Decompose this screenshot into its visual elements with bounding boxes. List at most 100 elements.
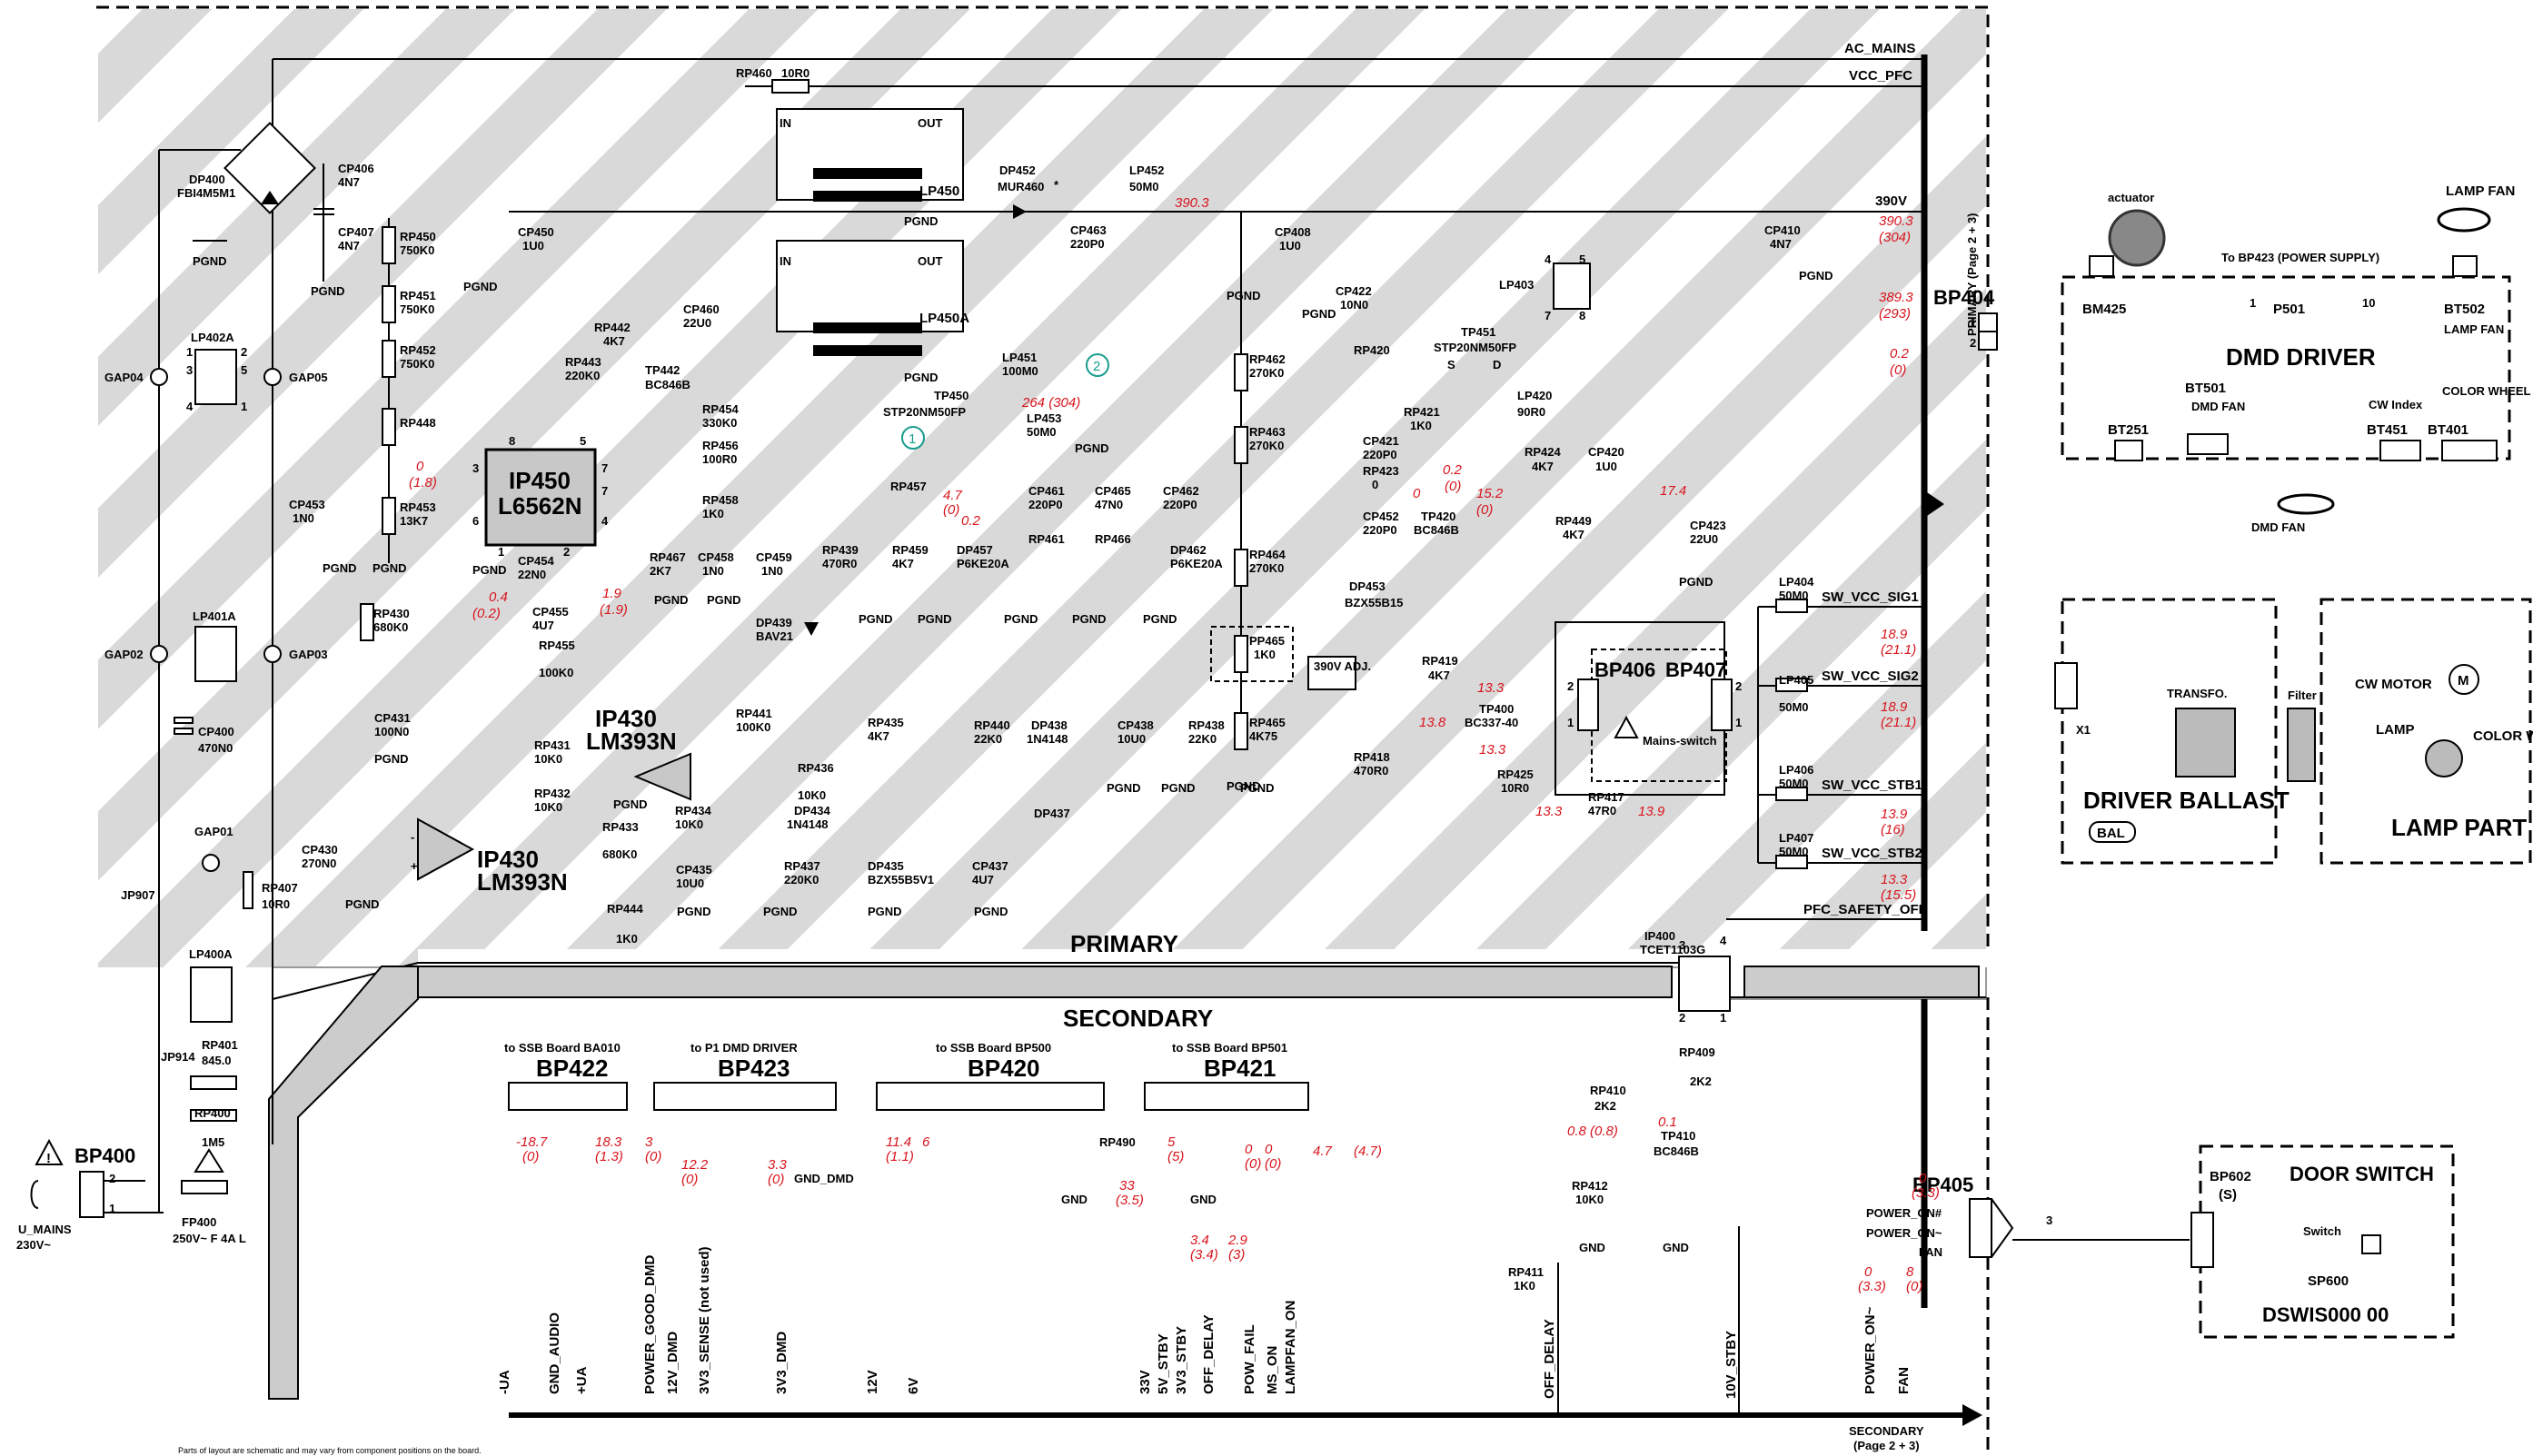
svg-text:GND: GND bbox=[1061, 1193, 1088, 1206]
svg-text:15.2: 15.2 bbox=[1476, 486, 1504, 501]
svg-text:4K7: 4K7 bbox=[603, 334, 625, 348]
svg-text:(21.1): (21.1) bbox=[1881, 642, 1916, 658]
svg-text:PGND: PGND bbox=[323, 561, 357, 575]
svg-text:RP421: RP421 bbox=[1404, 405, 1440, 419]
adj-label: 390V ADJ. bbox=[1314, 659, 1371, 673]
svg-text:GND: GND bbox=[1579, 1241, 1605, 1254]
rail-390v-v1: 390.3 bbox=[1879, 213, 1913, 229]
svg-text:PGND: PGND bbox=[904, 214, 939, 228]
svg-text:CP437: CP437 bbox=[972, 859, 1008, 873]
svg-text:DOOR SWITCH: DOOR SWITCH bbox=[2290, 1163, 2434, 1185]
svg-text:POWER_GOOD_DMD: POWER_GOOD_DMD bbox=[642, 1254, 658, 1394]
svg-text:(S): (S) bbox=[2219, 1187, 2237, 1203]
svg-text:BM425: BM425 bbox=[2082, 302, 2126, 317]
svg-text:RP435: RP435 bbox=[868, 716, 904, 729]
svg-text:11.4: 11.4 bbox=[886, 1134, 911, 1150]
svg-text:BP602: BP602 bbox=[2210, 1169, 2251, 1184]
bp422-connector[interactable]: to SSB Board BA010 BP422 -18.7 (0) 18.3 … bbox=[497, 1041, 628, 1394]
svg-text:BT502: BT502 bbox=[2444, 302, 2485, 317]
svg-text:IN: IN bbox=[780, 116, 791, 130]
svg-text:22N0: 22N0 bbox=[518, 568, 546, 581]
svg-text:to SSB Board BP501: to SSB Board BP501 bbox=[1172, 1041, 1287, 1055]
svg-text:22U0: 22U0 bbox=[1690, 532, 1718, 546]
bp405-connector[interactable]: BP405 POWER_ON# POWER_ON~ FAN 0 (3.3) 0 … bbox=[1858, 1171, 2190, 1394]
svg-text:RP460: RP460 bbox=[736, 66, 772, 80]
svg-text:4: 4 bbox=[1720, 934, 1727, 947]
svg-text:RP401: RP401 bbox=[202, 1038, 238, 1052]
lamp-part-block[interactable]: CW MOTOR M LAMP COLOR WHEEL LAMP PART bbox=[2319, 598, 2533, 865]
svg-text:PGND: PGND bbox=[1072, 612, 1107, 626]
svg-text:DP439: DP439 bbox=[756, 616, 792, 629]
svg-text:FAN: FAN bbox=[1919, 1245, 1942, 1259]
svg-text:2K2: 2K2 bbox=[1690, 1075, 1712, 1088]
svg-text:6: 6 bbox=[922, 1134, 930, 1150]
tp410-ref: TP410 bbox=[1661, 1129, 1695, 1143]
svg-text:2: 2 bbox=[1567, 679, 1574, 693]
svg-text:220P0: 220P0 bbox=[1363, 523, 1397, 537]
dmd-driver-block[interactable]: DMD DRIVER BM425 actuator To BP423 (POWE… bbox=[2061, 183, 2531, 534]
svg-text:50M0: 50M0 bbox=[1027, 425, 1057, 439]
svg-text:(0): (0) bbox=[768, 1172, 784, 1187]
svg-text:1N4148: 1N4148 bbox=[787, 817, 829, 831]
side-signals: SW_VCC_SIG1 18.9 (21.1) SW_VCC_SIG2 18.9… bbox=[1726, 575, 1927, 920]
svg-text:DMD FAN: DMD FAN bbox=[2251, 520, 2305, 534]
rail-390v: 390V bbox=[1875, 193, 1907, 209]
svg-text:LP405: LP405 bbox=[1779, 673, 1813, 687]
bp407-ref: BP407 bbox=[1665, 659, 1726, 681]
svg-text:BAL: BAL bbox=[2097, 826, 2125, 841]
svg-text:6V: 6V bbox=[906, 1378, 921, 1394]
svg-text:0: 0 bbox=[416, 459, 424, 474]
svg-text:CP462: CP462 bbox=[1163, 484, 1199, 498]
bp423-connector[interactable]: to P1 DMD DRIVER BP423 3 (0) 12.2 (0) 3.… bbox=[642, 1041, 854, 1394]
svg-text:CP407: CP407 bbox=[338, 225, 374, 239]
primary-page-ref: PRIMARY (Page 2 + 3) bbox=[1965, 213, 1979, 336]
bp421-connector[interactable]: to SSB Board BP501 BP421 5 (5) 0 (0) 0 (… bbox=[1116, 1041, 1382, 1394]
jp914: JP914 bbox=[161, 1050, 195, 1064]
lp450-transformer[interactable]: IN OUT IN OUT PGND PGND LP450 LP450A bbox=[776, 108, 969, 384]
svg-text:(16): (16) bbox=[1881, 822, 1905, 837]
svg-text:4U7: 4U7 bbox=[972, 873, 994, 886]
svg-text:DP438: DP438 bbox=[1031, 718, 1068, 732]
svg-text:GND: GND bbox=[1190, 1193, 1217, 1206]
svg-text:(Page 2 + 3): (Page 2 + 3) bbox=[1853, 1439, 1920, 1452]
door-switch-block[interactable]: BP602 (S) DOOR SWITCH Switch SP600 DSWIS… bbox=[2190, 1144, 2455, 1339]
bp420-connector[interactable]: to SSB Board BP500 BP420 11.4 (1.1) 6 12… bbox=[865, 1041, 1136, 1394]
svg-text:PGND: PGND bbox=[372, 561, 407, 575]
svg-text:PGND: PGND bbox=[374, 752, 409, 766]
svg-text:12V: 12V bbox=[865, 1370, 880, 1394]
svg-text:680K0: 680K0 bbox=[373, 620, 408, 634]
ip430-comparators[interactable]: -+ IP430 LM393N IP430 LM393N bbox=[411, 705, 691, 896]
svg-text:BT501: BT501 bbox=[2185, 381, 2226, 396]
svg-text:PGND: PGND bbox=[1075, 441, 1109, 455]
driver-ballast-block[interactable]: TRANSFO. DRIVER BALLAST BAL Filter X1 bbox=[2054, 598, 2317, 865]
svg-text:(0.2): (0.2) bbox=[472, 606, 501, 621]
svg-text:220P0: 220P0 bbox=[1363, 448, 1397, 461]
primary-hatch-area bbox=[98, 9, 1986, 967]
svg-text:CP431: CP431 bbox=[374, 711, 411, 725]
svg-text:5: 5 bbox=[1579, 253, 1585, 266]
svg-text:1N0: 1N0 bbox=[702, 564, 724, 578]
ip430-part-a: LM393N bbox=[477, 868, 568, 896]
ip430-ref-a: IP430 bbox=[477, 846, 539, 873]
svg-text:P6KE20A: P6KE20A bbox=[1170, 557, 1223, 570]
svg-text:270K0: 270K0 bbox=[1249, 366, 1284, 380]
svg-text:BP404: BP404 bbox=[1933, 286, 1995, 309]
svg-text:TRANSFO.: TRANSFO. bbox=[2167, 687, 2227, 700]
svg-text:100K0: 100K0 bbox=[736, 720, 770, 734]
svg-text:D: D bbox=[1493, 358, 1501, 371]
bp404-connector[interactable]: BP404 1 2 PRIMARY (Page 2 + 3) bbox=[1924, 213, 1998, 518]
svg-text:2K7: 2K7 bbox=[650, 564, 671, 578]
svg-text:DP452: DP452 bbox=[999, 163, 1036, 177]
mains-input: BP400 ! U_MAINS 230V~ 21 bbox=[16, 1138, 164, 1252]
svg-text:PGND: PGND bbox=[193, 254, 227, 268]
svg-text:(5): (5) bbox=[1167, 1149, 1184, 1164]
svg-text:7: 7 bbox=[1545, 309, 1551, 322]
svg-text:RP423: RP423 bbox=[1363, 464, 1399, 478]
tp451-ref: TP451 bbox=[1461, 325, 1495, 339]
svg-text:390.3: 390.3 bbox=[1175, 195, 1209, 211]
svg-text:(3.3): (3.3) bbox=[1858, 1279, 1886, 1294]
lp403-ref: LP403 bbox=[1499, 278, 1534, 292]
